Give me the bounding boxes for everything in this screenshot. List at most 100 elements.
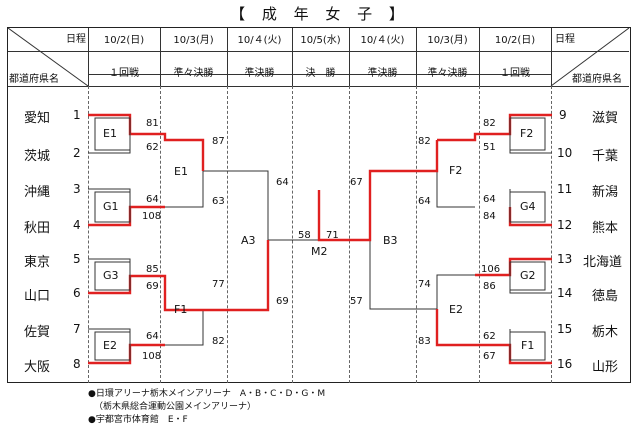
col4-round: 決 勝 [305,68,336,79]
left-pref-label: 都道府県名 [9,74,59,85]
score: 74 [418,279,431,290]
score: 69 [146,281,159,292]
left-team-seed: 3 [73,182,81,196]
col6-date: 10/3(月) [427,35,468,46]
right-date-label: 日程 [555,34,575,45]
right-team-seed: 16 [557,357,573,371]
score: 77 [212,279,225,290]
right-team-seed: 13 [557,252,573,266]
score: 67 [483,351,496,362]
col6-round: 準々決勝 [427,68,468,79]
left-team-name: 愛知 [24,111,51,126]
match-code: F1 [521,339,535,352]
bracket-line [436,274,475,309]
match-code: G3 [103,269,119,282]
right-team-seed: 11 [557,182,573,196]
right-team-name: 千葉 [592,149,619,164]
col3-date: 10/４(火) [237,35,282,46]
left-team-seed: 5 [73,252,81,266]
score: 57 [350,296,363,307]
right-team-seed: 15 [557,322,573,336]
col3-round: 準決勝 [244,68,275,79]
match-code: E2 [449,303,463,316]
match-code: M2 [311,245,328,258]
right-team-name: 北海道 [583,255,623,270]
right-team-seed: 12 [557,218,573,232]
match-code: E1 [174,165,188,178]
score: 62 [146,142,159,153]
score: 106 [481,264,501,275]
winner-path [317,140,439,242]
match-code: F2 [449,164,463,177]
venue-note: ●宇都宮市体育館 E・F [88,415,188,425]
score: 51 [483,142,496,153]
score: 62 [483,331,496,342]
score: 63 [212,196,225,207]
left-team-seed: 8 [73,357,81,371]
score: 87 [212,136,225,147]
left-team-name: 茨城 [24,149,51,164]
bracket-frame [7,27,631,383]
winner-path [88,113,205,171]
score: 64 [418,196,431,207]
col4-date: 10/5(水) [300,35,341,46]
left-team-name: 山口 [24,289,51,304]
score: 82 [212,336,225,347]
score: 108 [142,351,162,362]
bracket-line [203,170,269,240]
bracket-line [436,171,475,208]
right-team-name: 熊本 [592,221,619,236]
score: 64 [276,177,289,188]
right-team-name: 栃木 [592,325,619,340]
left-team-name: 佐賀 [24,325,51,340]
score: 82 [483,118,496,129]
venue-note: （栃木県総合運動公園メインアリーナ） [94,402,257,412]
col2-round: 準々決勝 [173,68,214,79]
left-team-seed: 7 [73,322,81,336]
bracket-line [165,310,204,346]
match-code: E1 [103,127,117,140]
venue-note: ●日環アリーナ栃木メインアリーナ A・B・C・D・G・M [88,389,326,399]
left-team-seed: 2 [73,146,81,160]
score: 64 [483,194,496,205]
page-title: 【 成 年 女 子 】 [230,5,410,23]
col7-date: 10/2(日) [494,35,536,46]
score: 84 [483,211,496,222]
score: 67 [350,177,363,188]
left-date-label: 日程 [66,34,86,45]
bracket-line [369,240,437,310]
left-team-name: 東京 [24,255,51,270]
col5-date: 10/４(火) [360,35,405,46]
venue-notes: ●日環アリーナ栃木メインアリーナ A・B・C・D・G・M （栃木県総合運動公園メ… [88,388,325,427]
right-team-name: 徳島 [592,289,619,304]
score: 85 [146,264,159,275]
right-pref-label: 都道府県名 [572,74,622,85]
score: 71 [326,230,339,241]
match-code: F2 [520,127,534,140]
right-team-name: 山形 [592,360,619,375]
match-code: G4 [520,200,536,213]
right-team-seed: 10 [557,146,573,160]
left-team-seed: 4 [73,218,81,232]
col2-date: 10/3(月) [173,35,214,46]
score: 86 [483,281,496,292]
score: 83 [418,336,431,347]
col1-round: １回戦 [109,68,139,79]
match-code: B3 [383,234,398,247]
left-team-seed: 1 [73,108,81,122]
score: 81 [146,118,159,129]
right-team-seed: 9 [559,108,567,122]
col5-round: 準決勝 [367,68,398,79]
right-team-name: 新潟 [592,185,619,200]
left-team-name: 秋田 [24,221,51,236]
score: 69 [276,296,289,307]
right-team-seed: 14 [557,286,573,300]
left-team-name: 大阪 [24,360,51,375]
col7-round: １回戦 [500,68,530,79]
winner-path [435,309,552,365]
match-code: G1 [103,200,119,213]
score: 82 [418,136,431,147]
winner-path [437,113,552,142]
score: 108 [142,211,162,222]
